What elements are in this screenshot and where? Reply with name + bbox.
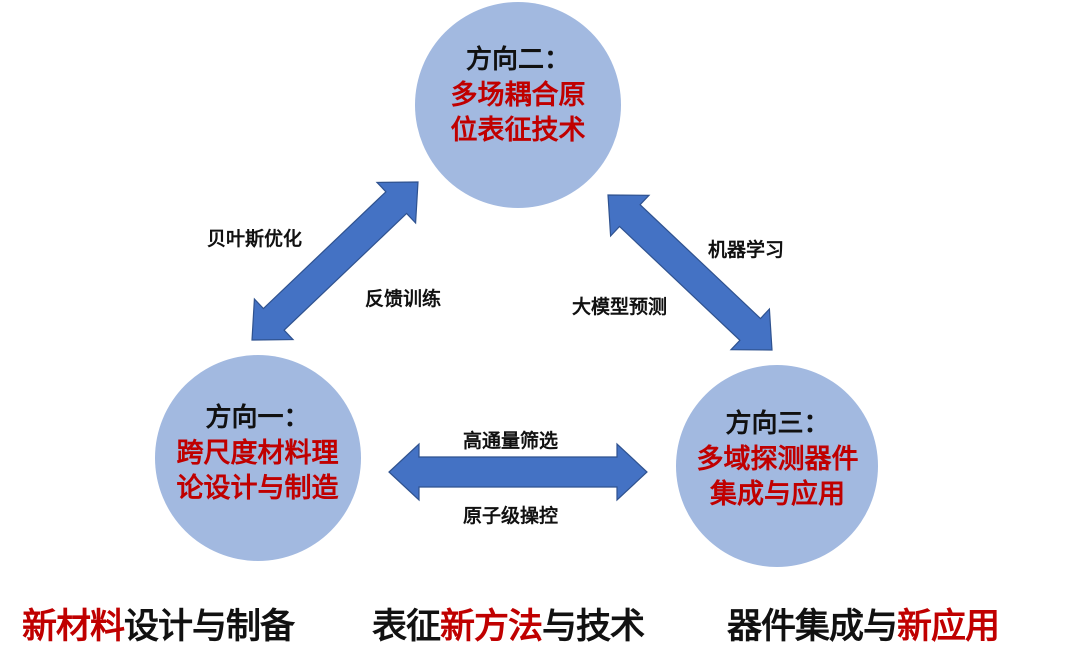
- footer-item-1: 新材料设计与制备: [22, 598, 295, 649]
- node-top-line-1: 多场耦合原: [450, 79, 586, 111]
- node-right-title: 方向三：: [725, 409, 830, 439]
- footer-item-3-prefix: 器件集成与: [727, 607, 898, 647]
- node-right-line-2: 集成与应用: [710, 478, 845, 510]
- node-left-line-1: 跨尺度材料理: [176, 437, 339, 469]
- footer-item-3: 器件集成与新应用: [727, 598, 1000, 649]
- node-right-line-1: 多域探测器件: [696, 443, 859, 475]
- footer-item-2-rest: 与技术: [542, 607, 645, 647]
- edge-left-top-label-2: 反馈训练: [365, 288, 442, 310]
- node-right: 方向三： 多域探测器件 集成与应用: [670, 408, 885, 512]
- footer-item-2-prefix: 表征: [372, 607, 441, 647]
- node-top-circle: [415, 2, 621, 208]
- node-left-circle: [155, 355, 361, 561]
- footer-item-1-highlight: 新材料: [22, 607, 125, 647]
- arrow-left-right: [388, 442, 648, 502]
- footer-item-1-rest: 设计与制备: [124, 607, 295, 647]
- node-left: 方向一： 跨尺度材料理 论设计与制造: [150, 402, 365, 506]
- footer-item-2: 表征新方法与技术: [372, 598, 645, 649]
- edge-left-top-label-1: 贝叶斯优化: [207, 228, 303, 250]
- edge-left-right-label-1: 高通量筛选: [463, 430, 559, 452]
- edge-left-right-label-2: 原子级操控: [463, 505, 559, 527]
- node-top-title: 方向二：: [465, 45, 570, 75]
- footer-item-3-highlight: 新应用: [897, 607, 1000, 647]
- node-right-circle: [676, 365, 878, 567]
- edge-top-right-label-2: 大模型预测: [572, 296, 668, 318]
- arrow-top-right: [607, 194, 773, 351]
- node-left-title: 方向一：: [205, 403, 310, 433]
- arrow-left-top: [251, 181, 419, 341]
- node-top-line-2: 位表征技术: [450, 114, 586, 146]
- node-top: 方向二： 多场耦合原 位表征技术: [418, 44, 618, 148]
- node-left-line-2: 论设计与制造: [176, 472, 339, 504]
- footer-item-2-highlight: 新方法: [440, 607, 543, 647]
- edge-top-right-label-1: 机器学习: [708, 239, 785, 261]
